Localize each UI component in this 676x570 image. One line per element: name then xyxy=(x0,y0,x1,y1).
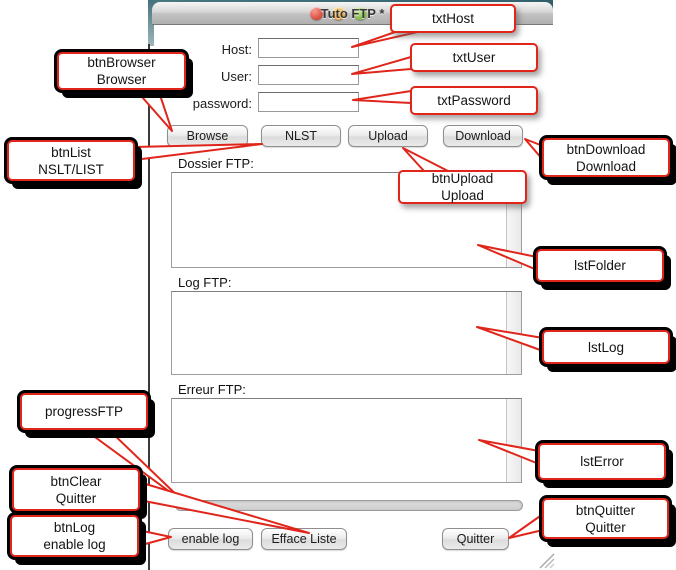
quitter-button[interactable]: Quitter xyxy=(442,528,509,550)
callout-btnupload: btnUpload Upload xyxy=(398,170,527,204)
download-button[interactable]: Download xyxy=(443,125,523,147)
window-left-border xyxy=(148,44,150,570)
minimize-button[interactable] xyxy=(332,7,345,20)
callout-lstlog: lstLog xyxy=(542,330,670,364)
user-label: User: xyxy=(220,69,252,84)
progress-bar xyxy=(175,500,523,511)
user-input[interactable] xyxy=(258,65,359,85)
enable-log-button[interactable]: enable log xyxy=(168,528,253,550)
scrollbar-track[interactable] xyxy=(506,399,521,482)
log-list[interactable] xyxy=(171,291,522,375)
callout-progressftp: progressFTP xyxy=(20,393,148,430)
password-label: password: xyxy=(192,96,252,111)
folder-list-label: Dossier FTP: xyxy=(178,156,254,171)
browse-button[interactable]: Browse xyxy=(167,125,248,147)
resize-grip[interactable] xyxy=(538,552,558,570)
callout-btnlist: btnList NSLT/LIST xyxy=(7,140,135,181)
desktop-background-edge xyxy=(148,0,154,46)
nlst-button[interactable]: NLST xyxy=(261,125,341,147)
zoom-button[interactable] xyxy=(354,7,367,20)
callout-lsterror: lstError xyxy=(538,443,666,480)
efface-liste-button[interactable]: Efface Liste xyxy=(261,528,347,550)
callout-btnclear: btnClear Quitter xyxy=(12,468,140,511)
callout-btndownload: btnDownload Download xyxy=(542,138,670,177)
error-list[interactable] xyxy=(171,398,522,483)
callout-btnlog: btnLog enable log xyxy=(10,515,139,557)
error-list-label: Erreur FTP: xyxy=(178,382,246,397)
log-list-label: Log FTP: xyxy=(178,275,232,290)
password-input[interactable] xyxy=(258,92,359,112)
host-input[interactable] xyxy=(258,38,359,58)
close-button[interactable] xyxy=(310,7,323,20)
host-label: Host: xyxy=(221,42,252,57)
callout-lstfolder: lstFolder xyxy=(536,249,664,282)
callout-btnquitter: btnQuitter Quitter xyxy=(542,498,669,539)
callout-txtuser: txtUser xyxy=(410,43,538,72)
callout-txthost: txtHost xyxy=(390,4,516,33)
scrollbar-track[interactable] xyxy=(506,292,521,374)
upload-button[interactable]: Upload xyxy=(348,125,428,147)
window-title: Tuto FTP * xyxy=(320,6,385,21)
callout-txtpassword: txtPassword xyxy=(410,86,538,115)
callout-btnbrowser: btnBrowser Browser xyxy=(57,52,186,90)
